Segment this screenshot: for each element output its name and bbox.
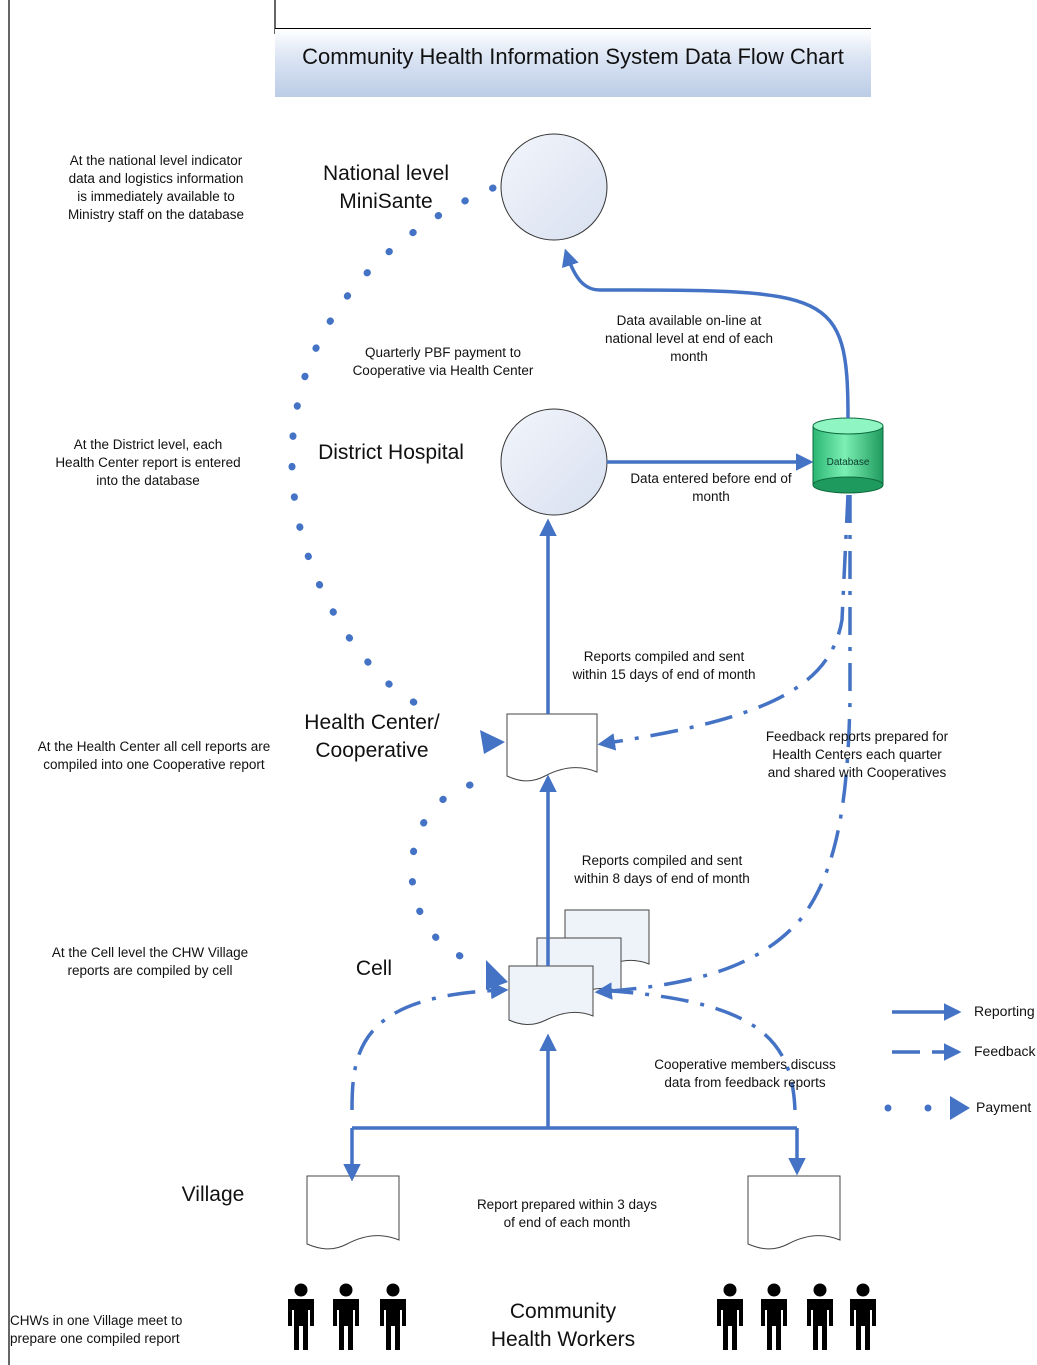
- level-district: District Hospital: [318, 441, 464, 464]
- payment-arrowhead-cell: [486, 960, 508, 990]
- note-data-entered: Data entered before end of month: [630, 471, 792, 504]
- database-label: Database: [826, 457, 870, 468]
- legend: [884, 1003, 970, 1120]
- level-national: National level MiniSante: [322, 162, 450, 213]
- chw-figures-left: [288, 1283, 406, 1350]
- legend-feedback-label-wrap: Feedback: [974, 1043, 1037, 1061]
- note-national-left: At the national level indicator data and…: [67, 153, 245, 222]
- legend-payment-dot-1: [884, 1104, 892, 1112]
- level-cell: Cell: [355, 957, 393, 980]
- legend-payment-label-wrap: Payment: [976, 1099, 1037, 1117]
- reporting-flows: [343, 248, 850, 1182]
- note-reports-15: Reports compiled and sent within 15 days…: [572, 649, 756, 682]
- legend-payment-dot-2: [924, 1104, 932, 1112]
- page-title: Community Health Information System Data…: [302, 44, 844, 69]
- legend-feedback-label: Feedback: [974, 1043, 1036, 1059]
- village-report-doc-right: [747, 1175, 841, 1250]
- note-chw-left: CHWs in one Village meet to prepare one …: [10, 1313, 183, 1346]
- level-chw: Community Health Workers: [490, 1300, 636, 1351]
- note-report-3: Report prepared within 3 days of end of …: [476, 1197, 658, 1230]
- legend-payment-arrow: [950, 1096, 970, 1120]
- note-cell-left: At the Cell level the CHW Village report…: [51, 945, 249, 978]
- title-banner: [275, 28, 871, 97]
- note-data-online: Data available on-line at national level…: [604, 313, 774, 364]
- note-reports-8: Reports compiled and sent within 8 days …: [574, 853, 750, 886]
- level-village: Village: [181, 1183, 245, 1206]
- payment-flows: [288, 184, 497, 964]
- note-district-left: At the District level, each Health Cente…: [55, 437, 241, 488]
- national-level-node: [500, 133, 608, 241]
- note-health-center-left: At the Health Center all cell reports ar…: [37, 739, 271, 772]
- legend-reporting-label: Reporting: [974, 1003, 1035, 1019]
- village-report-doc-left: [306, 1175, 400, 1250]
- legend-payment-label: Payment: [976, 1099, 1032, 1115]
- district-hospital-node: [500, 408, 608, 516]
- payment-arrowhead-hc: [480, 730, 505, 754]
- database-icon: [812, 417, 884, 494]
- legend-reporting-label-wrap: Reporting: [974, 1003, 1037, 1021]
- note-pbf-payment: Quarterly PBF payment to Cooperative via…: [352, 345, 534, 378]
- note-feedback-reports: Feedback reports prepared for Health Cen…: [765, 729, 949, 780]
- cell-report-doc-front: [508, 965, 594, 1025]
- level-health-center: Health Center/ Cooperative: [304, 711, 440, 762]
- health-center-report-doc: [506, 713, 598, 782]
- feedback-flows: [350, 494, 852, 1111]
- note-coop-discuss: Cooperative members discuss data from fe…: [654, 1057, 836, 1090]
- chw-figures-right: [717, 1283, 876, 1350]
